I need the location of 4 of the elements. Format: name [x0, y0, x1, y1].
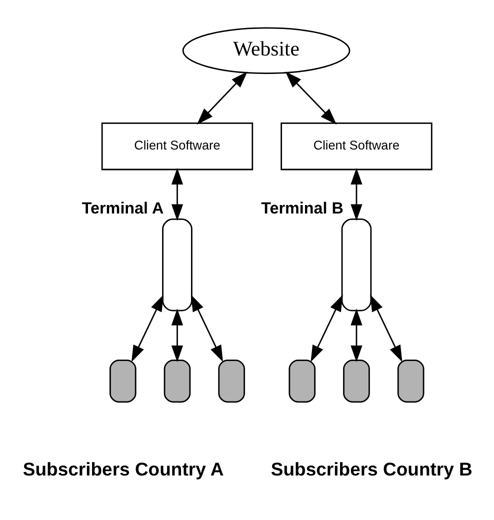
node-label: Terminal A	[81, 199, 164, 218]
node-label: Terminal B	[260, 199, 343, 218]
label: Subscribers Country A	[22, 458, 224, 480]
label: Subscribers Country B	[270, 458, 472, 480]
